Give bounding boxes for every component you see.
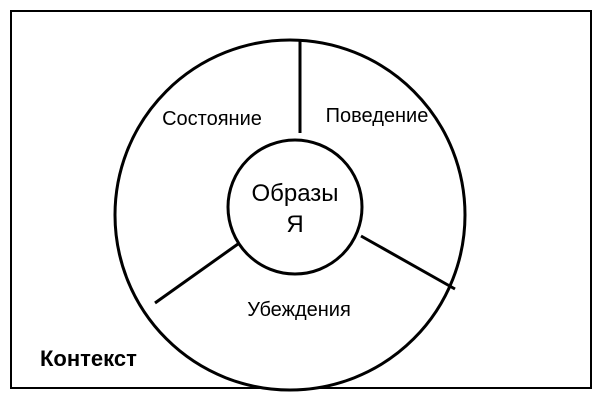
segment-label-state: Состояние (162, 108, 262, 130)
divider-bottom-left (154, 237, 246, 305)
segment-label-behavior: Поведение (326, 105, 429, 127)
inner-circle (226, 138, 364, 276)
context-label: Контекст (40, 346, 137, 371)
center-label-line1: Образы (251, 180, 338, 207)
center-label-line2: Я (286, 211, 303, 238)
divider-bottom-right (360, 234, 456, 291)
segment-label-beliefs: Убеждения (247, 299, 351, 321)
